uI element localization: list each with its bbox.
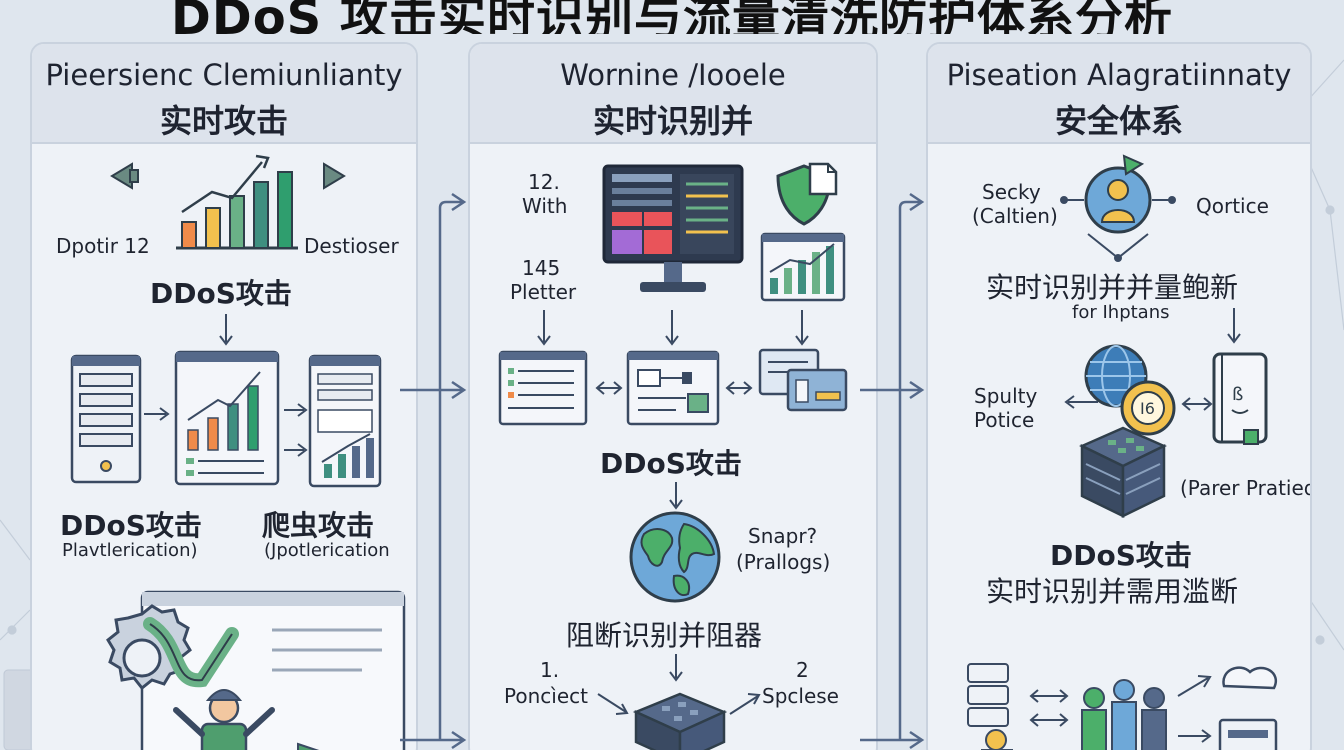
- diagonal-arrow-icon: [729, 693, 761, 715]
- label-realtime-2: 实时识别并需用滥断: [986, 575, 1239, 608]
- label-left: Dpotir 12: [56, 234, 150, 258]
- bidirectional-arrow-icon: [1181, 397, 1213, 411]
- label-block: 阻断识别并阻器: [566, 619, 763, 652]
- bidirectional-arrow-icon: [595, 381, 623, 395]
- label-ddos-attack: DDoS攻击: [1050, 539, 1192, 572]
- label-sub-2: Plavtlerication): [62, 540, 198, 561]
- right-arrow-icon: [144, 407, 170, 421]
- label-n2: 145: [522, 256, 561, 280]
- shield-icon: [776, 162, 838, 226]
- panel-realtime-detection: Wornine /Iooele 实时识别并 12. With 145 Plett…: [468, 42, 878, 750]
- flow-diagram-window-icon: [626, 350, 720, 426]
- arrow-right-icon: [323, 162, 346, 190]
- diagonal-arrow-icon: [597, 693, 629, 715]
- growth-bar-chart-icon: [176, 154, 298, 250]
- panel-header: Piseation Alagratiinnaty 安全体系: [928, 44, 1310, 144]
- label-realtime-1: 实时识别并并量鲍新: [986, 271, 1239, 304]
- label-n2b: Pletter: [510, 280, 577, 304]
- label-s1: 1.: [540, 658, 560, 682]
- label-n1b: With: [522, 194, 568, 218]
- report-document-icon: [308, 354, 382, 488]
- right-arrow-icon: [284, 443, 308, 457]
- svg-text:I6: I6: [1140, 399, 1155, 418]
- left-arrow-icon: [1064, 395, 1098, 409]
- label-n1: 12.: [528, 170, 560, 194]
- label-sub-3: (Jpotlerication: [264, 540, 390, 561]
- label-fori: for Ihptans: [1072, 302, 1170, 323]
- server-rack-icon: [70, 354, 142, 484]
- label-caltien: (Caltien): [972, 204, 1058, 228]
- svg-text:ß: ß: [1232, 384, 1243, 405]
- panel-header: Wornine /Iooele 实时识别并: [470, 44, 876, 144]
- label-potice: Potice: [974, 408, 1035, 432]
- label-qortice: Qortice: [1196, 194, 1269, 218]
- label-ddos-attack-2: DDoS攻击: [60, 509, 202, 542]
- down-arrows: [537, 310, 809, 346]
- panel-title-en: Piee​rsienc Clemiunliant​y: [45, 58, 403, 92]
- down-arrow-icon: [669, 482, 683, 510]
- right-arrow-icon: [284, 403, 308, 417]
- down-arrow-icon: [219, 314, 233, 346]
- policy-book-icon: ß: [1212, 352, 1268, 445]
- analytics-dashboard-icon: [174, 350, 280, 486]
- bidirectional-arrow-icon: [725, 381, 753, 395]
- panel-realtime-attack: Piee​rsienc Clemiunliant​y 实时攻击 Dpotir 1…: [30, 42, 418, 750]
- line-chart-panel-icon: [760, 232, 846, 302]
- label-spulty: Spulty: [974, 384, 1038, 408]
- server-cube-icon: [1079, 426, 1167, 519]
- down-arrow-icon: [1227, 308, 1241, 344]
- label-s2: 2: [796, 658, 809, 682]
- arrow-left-icon: [110, 162, 139, 190]
- panel-security-system: Piseation Alagratiinnaty 安全体系 Secky (Cal…: [926, 42, 1312, 750]
- scrubbing-cube-icon: [632, 692, 728, 750]
- down-arrow-icon: [669, 654, 683, 682]
- label-ddos-attack: DDoS攻击: [600, 447, 742, 480]
- security-node-user-icon: [1060, 154, 1176, 262]
- engineer-workspace-illustration: [106, 590, 406, 750]
- globe-gear-icon: I6: [1084, 344, 1176, 436]
- panel-header: Piee​rsienc Clemiunliant​y 实时攻击: [32, 44, 416, 144]
- label-secky: Secky: [982, 180, 1041, 204]
- label-snap: Snapr?: [748, 524, 818, 548]
- label-s1b: Poncìect: [504, 684, 588, 708]
- team-collaboration-illustration: [967, 663, 1278, 750]
- panel-title-zh: 安全体系: [1054, 102, 1183, 140]
- globe-icon: [629, 511, 721, 603]
- label-right: Destioser: [304, 234, 399, 258]
- label-snap2: (Prallogs): [736, 550, 831, 574]
- label-s2b: Spclese: [762, 684, 839, 708]
- card-stack-icon: [758, 348, 848, 412]
- monitor-dashboard-icon: [602, 164, 744, 292]
- panel-title-en: Piseation Alagratiinnaty: [946, 58, 1292, 92]
- log-list-icon: [498, 350, 588, 426]
- label-parer: (Parer Pratied: [1180, 476, 1312, 500]
- panel-title-en: Wornine /Iooele: [560, 58, 786, 92]
- panel-title-zh: 实时攻击: [159, 102, 288, 140]
- label-crawler-attack: 爬虫攻击: [262, 509, 375, 542]
- diagram-title: DDoS 攻击实时识别与流量清洗防护体系分析: [171, 0, 1173, 34]
- label-ddos-attack: DDoS攻击: [150, 277, 292, 310]
- panel-title-zh: 实时识别并: [592, 102, 753, 140]
